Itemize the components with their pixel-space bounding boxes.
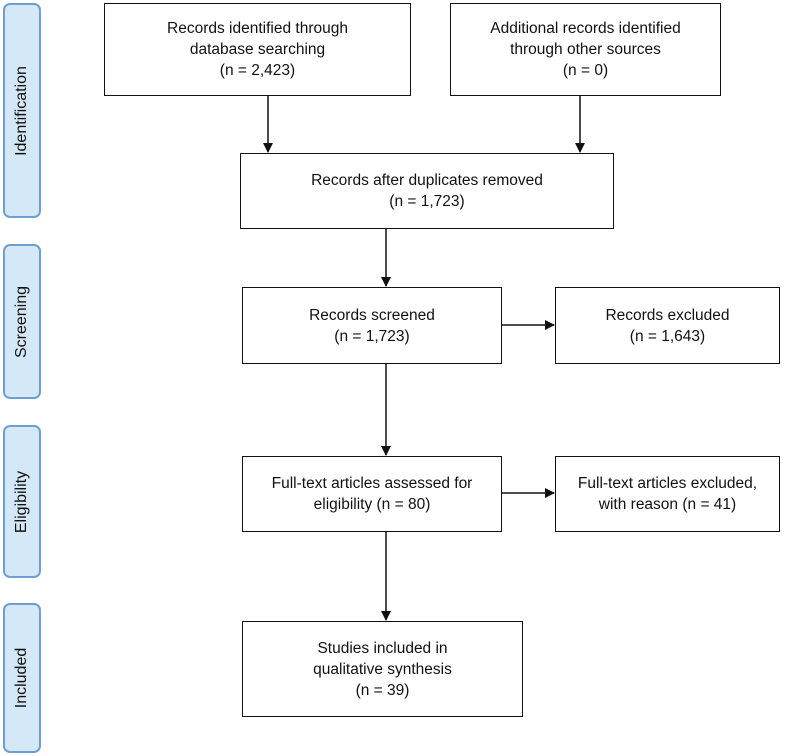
box-other-line-3: (n = 0) bbox=[562, 62, 609, 79]
box-fulltext-line-1: Full-text articles assessed for bbox=[271, 475, 473, 492]
box-other-line-2: through other sources bbox=[510, 41, 661, 58]
box-fulltext-line-2: eligibility (n = 80) bbox=[313, 496, 431, 513]
box-other-sources: Additional records identified through ot… bbox=[450, 3, 721, 96]
box-database-records: Records identified through database sear… bbox=[104, 3, 411, 96]
box-deduplicated-line-1: Records after duplicates removed bbox=[311, 172, 543, 189]
phase-included: Included bbox=[3, 603, 41, 753]
phase-screening: Screening bbox=[3, 244, 41, 399]
box-excluded-line-2: (n = 1,643) bbox=[629, 327, 706, 345]
box-included-line-2: qualitative synthesis bbox=[313, 660, 452, 678]
box-included-line-1: Studies included in bbox=[317, 639, 448, 657]
phase-eligibility: Eligibility bbox=[3, 425, 41, 578]
box-included-studies: Studies included in qualitative synthesi… bbox=[242, 621, 523, 717]
box-deduplicated: Records after duplicates removed (n = 1,… bbox=[240, 153, 614, 229]
box-fulltext-excluded-line-1: Full-text articles excluded, bbox=[577, 475, 758, 492]
box-deduplicated-line-2: (n = 1,723) bbox=[389, 193, 465, 210]
box-excluded-line-1: Records excluded bbox=[605, 306, 730, 324]
box-screened-line-1: Records screened bbox=[309, 306, 435, 324]
box-screened: Records screened (n = 1,723) bbox=[242, 287, 502, 364]
box-excluded: Records excluded (n = 1,643) bbox=[555, 287, 780, 364]
box-fulltext-excluded-line-2: with reason (n = 41) bbox=[598, 496, 737, 513]
box-database-line-1: Records identified through bbox=[167, 20, 348, 37]
box-database-line-2: database searching bbox=[189, 41, 326, 58]
box-included-line-3: (n = 39) bbox=[355, 681, 410, 699]
box-screened-line-2: (n = 1,723) bbox=[334, 327, 410, 345]
box-other-line-1: Additional records identified bbox=[490, 20, 681, 37]
box-database-line-3: (n = 2,423) bbox=[219, 62, 296, 79]
phase-identification: Identification bbox=[3, 3, 41, 218]
box-fulltext-excluded: Full-text articles excluded, with reason… bbox=[555, 456, 780, 532]
box-fulltext-assessed: Full-text articles assessed for eligibil… bbox=[242, 456, 502, 532]
